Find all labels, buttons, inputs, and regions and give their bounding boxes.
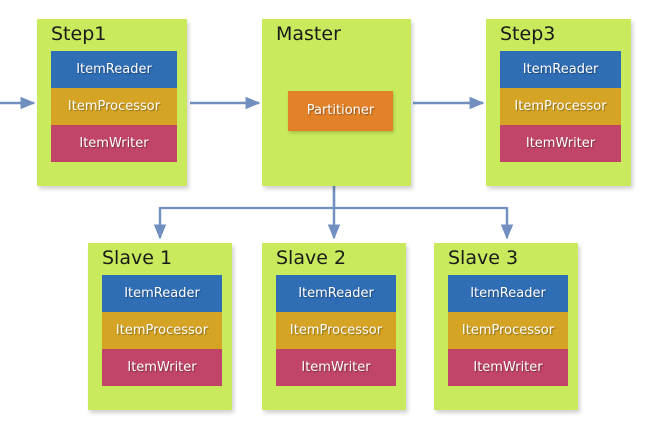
node-step3-title: Step3 [500, 23, 556, 45]
item-writer-strip[interactable]: ItemWriter [500, 125, 621, 162]
item-reader-strip[interactable]: ItemReader [276, 275, 396, 312]
node-slave2-strips: ItemReader ItemProcessor ItemWriter [276, 275, 396, 386]
node-slave1-strips: ItemReader ItemProcessor ItemWriter [102, 275, 222, 386]
item-processor-strip[interactable]: ItemProcessor [276, 312, 396, 349]
item-writer-strip[interactable]: ItemWriter [102, 349, 222, 386]
item-writer-strip[interactable]: ItemWriter [276, 349, 396, 386]
item-processor-strip[interactable]: ItemProcessor [102, 312, 222, 349]
node-step3-strips: ItemReader ItemProcessor ItemWriter [500, 51, 621, 162]
node-slave3-strips: ItemReader ItemProcessor ItemWriter [448, 275, 568, 386]
node-step3[interactable]: Step3 ItemReader ItemProcessor ItemWrite… [486, 19, 631, 186]
item-processor-strip[interactable]: ItemProcessor [51, 88, 177, 125]
node-step1-strips: ItemReader ItemProcessor ItemWriter [51, 51, 177, 162]
item-reader-strip[interactable]: ItemReader [448, 275, 568, 312]
node-slave2[interactable]: Slave 2 ItemReader ItemProcessor ItemWri… [262, 243, 406, 410]
node-master[interactable]: Master Partitioner [262, 19, 411, 186]
node-master-title: Master [276, 23, 341, 45]
node-slave3[interactable]: Slave 3 ItemReader ItemProcessor ItemWri… [434, 243, 578, 410]
node-slave2-title: Slave 2 [276, 247, 347, 269]
node-slave1[interactable]: Slave 1 ItemReader ItemProcessor ItemWri… [88, 243, 232, 410]
node-slave1-title: Slave 1 [102, 247, 173, 269]
item-processor-strip[interactable]: ItemProcessor [448, 312, 568, 349]
item-reader-strip[interactable]: ItemReader [51, 51, 177, 88]
item-reader-strip[interactable]: ItemReader [102, 275, 222, 312]
node-slave3-title: Slave 3 [448, 247, 519, 269]
item-reader-strip[interactable]: ItemReader [500, 51, 621, 88]
item-writer-strip[interactable]: ItemWriter [448, 349, 568, 386]
node-step1-title: Step1 [51, 23, 107, 45]
partitioner-box[interactable]: Partitioner [288, 91, 393, 131]
node-step1[interactable]: Step1 ItemReader ItemProcessor ItemWrite… [37, 19, 187, 186]
item-writer-strip[interactable]: ItemWriter [51, 125, 177, 162]
item-processor-strip[interactable]: ItemProcessor [500, 88, 621, 125]
